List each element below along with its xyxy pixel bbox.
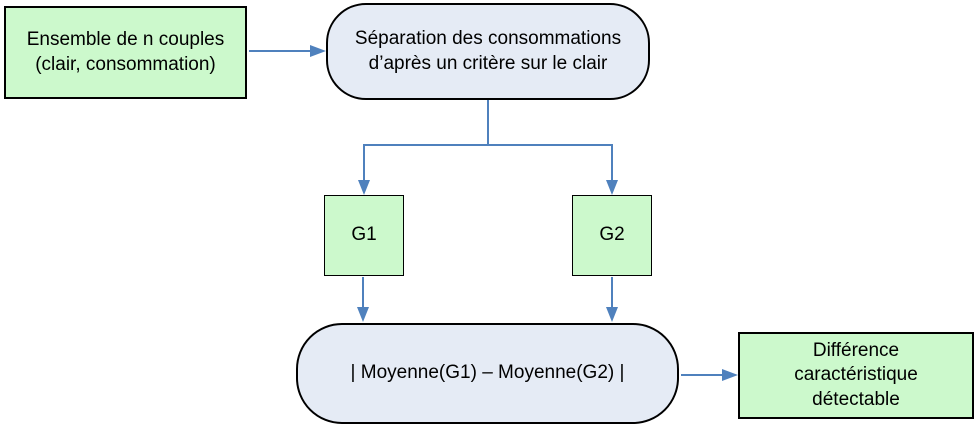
branch-stem-line (487, 100, 489, 146)
arrow-head-down-icon (358, 180, 370, 195)
node-g1: G1 (324, 195, 404, 276)
arrow-line (611, 277, 613, 308)
node-g2: G2 (572, 195, 652, 276)
arrow-head-right-icon (722, 369, 738, 381)
arrow-head-down-icon (357, 307, 369, 322)
arrow-head-down-icon (606, 180, 618, 195)
node-ensemble-couples: Ensemble de n couples (clair, consommati… (4, 6, 247, 99)
branch-cross-line (363, 144, 613, 146)
arrow-head-right-icon (310, 45, 326, 57)
arrow-line (249, 50, 311, 52)
arrow-line (362, 277, 364, 308)
branch-right-line (611, 144, 613, 181)
node-moyenne-difference: | Moyenne(G1) – Moyenne(G2) | (296, 323, 679, 424)
arrow-head-down-icon (606, 307, 618, 322)
node-separation-consommations: Séparation des consommations d’après un … (326, 3, 650, 100)
arrow-line (681, 374, 723, 376)
branch-left-line (363, 144, 365, 181)
node-difference-detectable: Différence caractéristique détectable (738, 332, 974, 419)
